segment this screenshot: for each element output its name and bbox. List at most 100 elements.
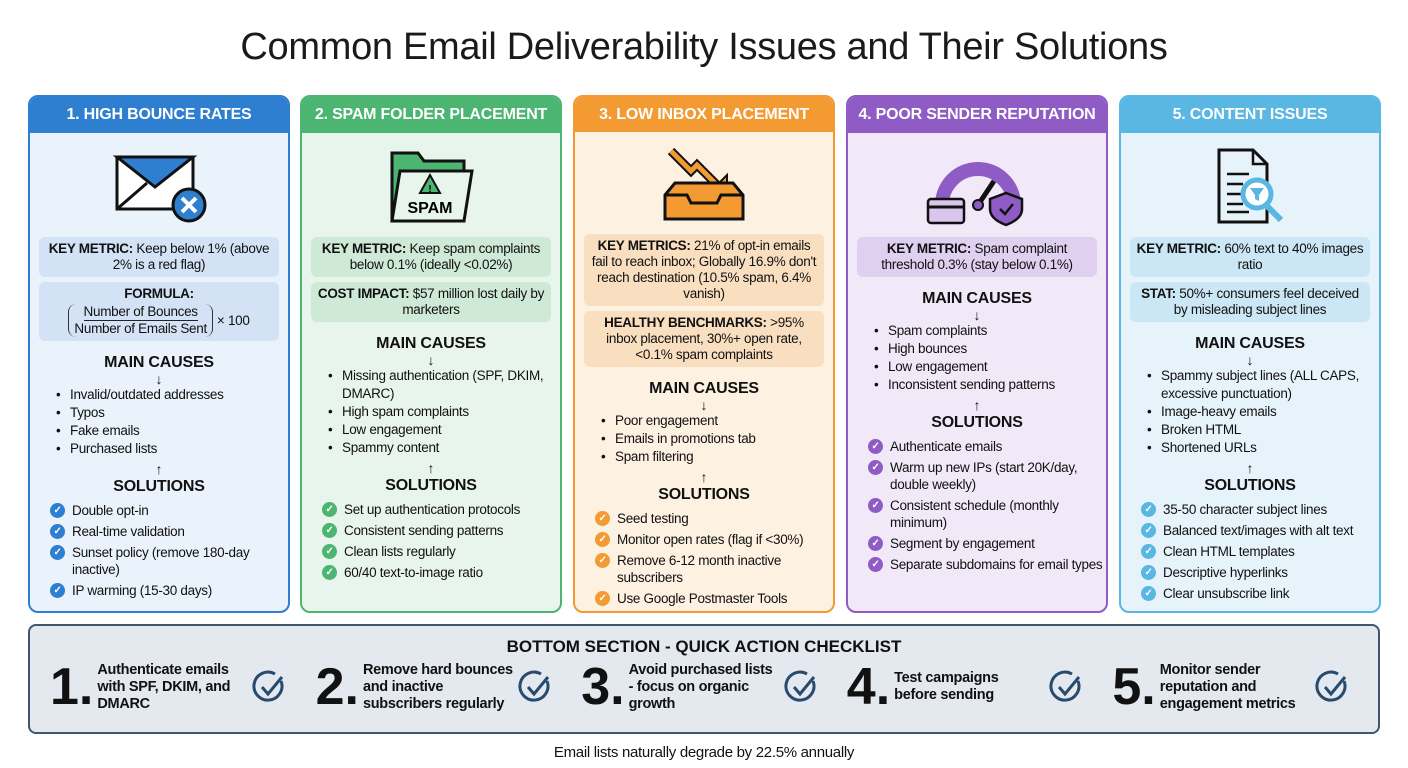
footer-note: Email lists naturally degrade by 22.5% a… <box>553 744 855 761</box>
solution-text: Consistent schedule (monthly minimum) <box>890 498 1059 530</box>
issue-card-3: 3. LOW INBOX PLACEMENT KEY METRICS: 21% … <box>573 95 835 613</box>
solution-text: Real-time validation <box>72 524 185 539</box>
solution-item: ✓IP warming (15-30 days) <box>50 582 288 599</box>
arrow-down-icon: ↓ <box>155 371 163 387</box>
solution-item: ✓Consistent sending patterns <box>322 522 560 539</box>
solution-text: Sunset policy (remove 180-day inactive) <box>72 545 250 577</box>
check-circle-icon: ✓ <box>322 544 337 559</box>
inbox-down-arrow-icon <box>659 136 749 234</box>
metric-box: KEY METRICS: 21% of opt-in emails fail t… <box>584 234 824 306</box>
check-circle-icon: ✓ <box>868 557 883 572</box>
solution-item: ✓Clean HTML templates <box>1141 543 1379 560</box>
cause-item: Inconsistent sending patterns <box>874 376 1106 394</box>
check-circle-icon: ✓ <box>322 502 337 517</box>
check-circle-icon: ✓ <box>322 565 337 580</box>
cause-item: Low engagement <box>328 421 560 439</box>
metric-label: KEY METRIC: <box>321 241 407 256</box>
metric-text: Spam complaint threshold 0.3% (stay belo… <box>881 241 1073 272</box>
check-circle-icon <box>784 670 815 702</box>
check-circle-icon: ✓ <box>1141 523 1156 538</box>
arrow-up-icon: ↑ <box>155 461 163 477</box>
check-circle-icon: ✓ <box>322 523 337 538</box>
causes-heading: MAIN CAUSES <box>376 335 486 352</box>
solutions-list: ✓35-50 character subject lines✓Balanced … <box>1121 501 1379 606</box>
metric-text: Keep spam complaints below 0.1% (ideally… <box>349 241 541 272</box>
checklist-text: Remove hard bounces and inactive subscri… <box>362 661 513 712</box>
solution-item: ✓Warm up new IPs (start 20K/day, double … <box>868 459 1106 493</box>
solution-item: ✓ Separate subdomains for email types <box>868 556 1106 573</box>
checklist-number: 3. <box>581 658 625 716</box>
solution-text: Monitor open rates (flag if <30%) <box>617 532 804 547</box>
solutions-list: ✓Seed testing✓Monitor open rates (flag i… <box>575 510 833 611</box>
cause-item: Fake emails <box>56 422 288 440</box>
solution-text: Separate subdomains for email types <box>890 557 1103 572</box>
checklist-text: Authenticate emails with SPF, DKIM, and … <box>97 661 231 712</box>
checklist-title: BOTTOM SECTION - QUICK ACTION CHECKLIST <box>506 637 902 656</box>
solution-item: ✓Sunset policy (remove 180-day inactive) <box>50 544 288 578</box>
checklist-number: 1. <box>50 658 94 716</box>
arrow-down-icon: ↓ <box>973 307 981 323</box>
solution-item: ✓Remove 6-12 month inactive subscribers <box>595 552 833 586</box>
solution-item: ✓Descriptive hyperlinks <box>1141 564 1379 581</box>
solution-item: ✓Double opt-in <box>50 502 288 519</box>
metric-label: HEALTHY BENCHMARKS: <box>604 315 767 330</box>
solution-text: Double opt-in <box>72 503 149 518</box>
metric-text: 21% of opt-in emails fail to reach inbox… <box>591 238 817 301</box>
causes-list: Poor engagementEmails in promotions tabS… <box>575 412 833 466</box>
cause-item: Missing authentication (SPF, DKIM, DMARC… <box>328 367 560 403</box>
arrow-up-icon: ↑ <box>427 460 435 476</box>
solution-text: Balanced text/images with alt text <box>1163 523 1354 538</box>
check-circle-icon: ✓ <box>868 498 883 513</box>
solution-text: Set up authentication protocols <box>344 502 521 517</box>
causes-list: Missing authentication (SPF, DKIM, DMARC… <box>302 367 560 457</box>
check-circle-icon: ✓ <box>595 511 610 526</box>
checklist-number: 2. <box>315 658 359 716</box>
solution-text: Use Google Postmaster Tools <box>617 591 788 606</box>
check-circle-icon <box>1315 670 1347 702</box>
card-header: 5. CONTENT ISSUES <box>1121 97 1379 133</box>
metric-label: COST IMPACT: <box>317 286 410 301</box>
causes-heading: MAIN CAUSES <box>104 354 214 371</box>
solution-item: ✓ Use Google Postmaster Tools <box>595 590 833 607</box>
metric-text: Keep below 1% (above 2% is a red flag) <box>112 241 270 272</box>
metric-box: STAT: 50%+ consumers feel deceived by mi… <box>1130 282 1370 322</box>
checklist-item: 2.Remove hard bounces and inactive subsc… <box>316 661 582 713</box>
check-circle-icon: ✓ <box>50 524 65 539</box>
solution-item: ✓ Real-time validation <box>50 523 288 540</box>
formula-denominator: Number of Emails Sent <box>74 321 207 336</box>
check-circle-icon: ✓ <box>595 591 610 606</box>
cause-item: High bounces <box>874 340 1106 358</box>
formula-label: FORMULA: <box>124 286 194 301</box>
check-circle-icon: ✓ <box>1141 586 1156 601</box>
metric-box: KEY METRIC: 60% text to 40% images ratio <box>1130 237 1370 277</box>
solutions-heading: SOLUTIONS <box>931 414 1023 431</box>
check-circle-icon: ✓ <box>1141 565 1156 580</box>
reputation-gauge-shield-icon <box>922 137 1032 237</box>
arrow-up-icon: ↑ <box>1246 460 1254 476</box>
arrow-down-icon: ↓ <box>1246 352 1254 368</box>
metric-text: 60% text to 40% images ratio <box>1224 241 1364 272</box>
arrow-up-icon: ↑ <box>700 469 708 485</box>
solution-item: ✓Clear unsubscribe link <box>1141 585 1379 602</box>
arrow-down-icon: ↓ <box>700 397 708 413</box>
metric-label: KEY METRIC: <box>886 241 972 256</box>
checklist-item: 1.Authenticate emails with SPF, DKIM, an… <box>50 661 316 713</box>
check-circle-icon: ✓ <box>595 553 610 568</box>
check-circle-icon <box>518 670 550 702</box>
spam-icon-label: SPAM <box>407 200 452 217</box>
cause-item: Broken HTML <box>1147 421 1379 439</box>
document-search-filter-icon <box>1205 137 1295 237</box>
causes-list: Invalid/outdated addressesTyposFake emai… <box>30 386 288 458</box>
checklist-number: 5. <box>1112 658 1156 716</box>
solution-item: ✓ Consistent schedule (monthly minimum) <box>868 497 1106 531</box>
check-circle-icon: ✓ <box>1141 544 1156 559</box>
arrow-down-icon: ↓ <box>427 352 435 368</box>
issue-card-5: 5. CONTENT ISSUES KEY METRIC: 60% text t… <box>1119 95 1381 613</box>
metric-text: 50%+ consumers feel deceived by misleadi… <box>1173 286 1359 317</box>
metric-label: KEY METRIC: <box>1136 241 1222 256</box>
cause-item: Shortened URLs <box>1147 439 1379 457</box>
solution-item: ✓ Balanced text/images with alt text <box>1141 522 1379 539</box>
solutions-heading: SOLUTIONS <box>113 478 205 495</box>
check-circle-icon <box>1049 670 1081 702</box>
